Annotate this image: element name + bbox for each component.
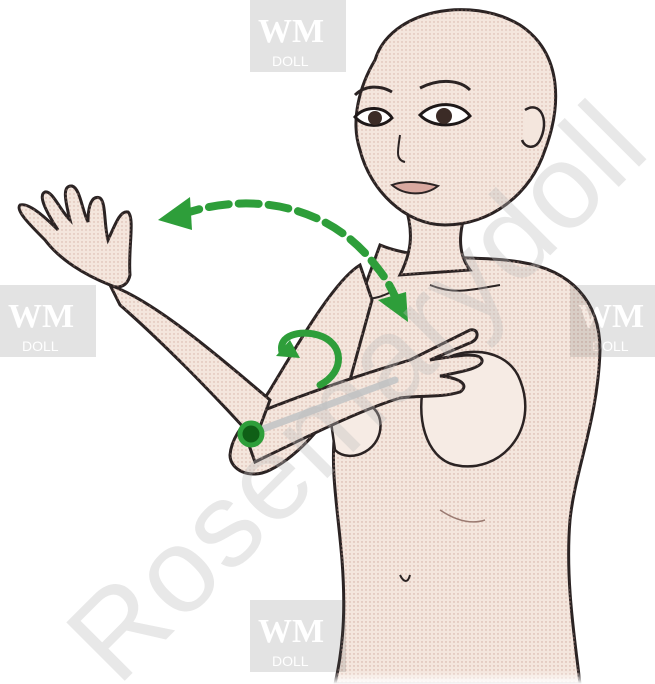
svg-text:DOLL: DOLL [22, 338, 59, 354]
svg-text:WM: WM [8, 298, 74, 335]
svg-text:DOLL: DOLL [272, 53, 309, 69]
watermark-logo-left: WM DOLL [0, 285, 96, 357]
svg-text:WM: WM [258, 613, 324, 650]
watermark-logo-top: WM DOLL [250, 0, 346, 72]
svg-text:DOLL: DOLL [592, 338, 629, 354]
svg-text:DOLL: DOLL [272, 653, 309, 669]
elbow-joint-marker [240, 423, 262, 445]
svg-text:WM: WM [578, 298, 644, 335]
svg-text:WM: WM [258, 13, 324, 50]
watermark-logo-bottom: WM DOLL [250, 600, 346, 672]
watermark-logo-right: WM DOLL [570, 285, 655, 357]
